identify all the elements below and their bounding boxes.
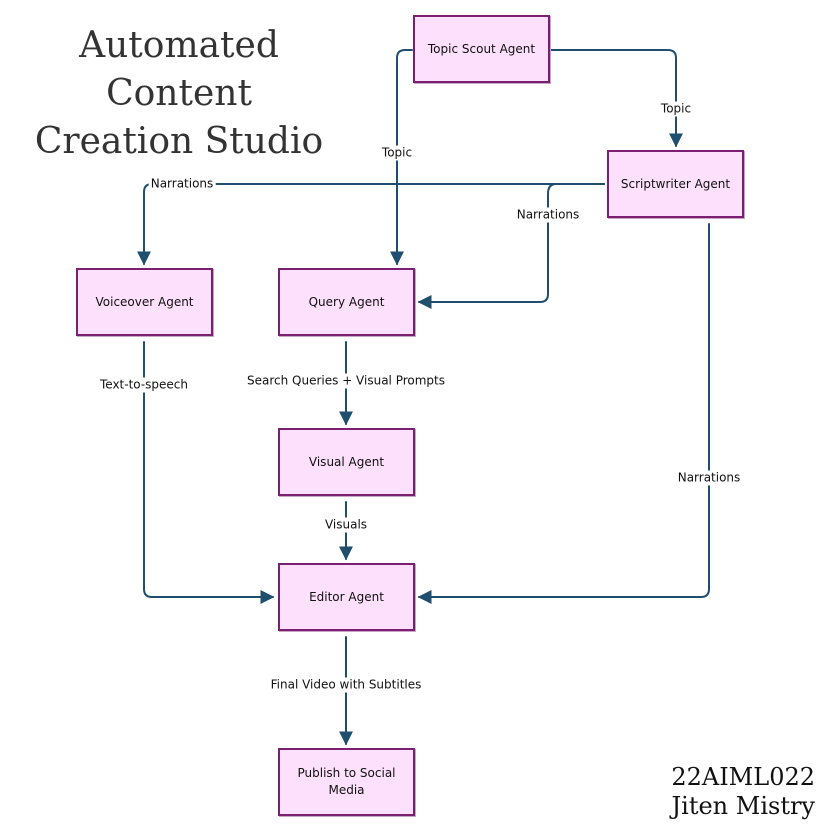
- query-agent-label: Query Agent: [308, 294, 385, 309]
- diagram-title: Automated Content Creation Studio: [14, 22, 344, 166]
- editor-agent-node: Editor Agent: [278, 563, 415, 631]
- title-line-1: Automated Content: [79, 25, 279, 114]
- edge-label-scout-to-query: Topic: [379, 145, 415, 161]
- topic-scout-agent-label: Topic Scout Agent: [427, 41, 536, 56]
- edge-scout-to-query: [390, 49, 413, 266]
- edge-label-scriptwriter-to-editor: Narrations: [675, 470, 743, 486]
- edge-scout-to-scriptwriter: [550, 49, 683, 148]
- visual-agent-label: Visual Agent: [308, 454, 385, 469]
- edge-label-voiceover-to-editor: Text-to-speech: [97, 377, 191, 393]
- voiceover-agent-label: Voiceover Agent: [95, 294, 194, 309]
- editor-agent-label: Editor Agent: [309, 589, 384, 604]
- title-line-2: Creation Studio: [34, 121, 324, 162]
- voiceover-agent-node: Voiceover Agent: [76, 268, 213, 336]
- publish-label: Publish to Social Media: [297, 766, 396, 797]
- publish-node: Publish to Social Media: [278, 748, 415, 816]
- edge-label-scriptwriter-to-query: Narrations: [514, 207, 582, 223]
- author-block: 22AIML022 Jiten Mistry: [671, 763, 815, 821]
- edge-label-query-to-visual: Search Queries + Visual Prompts: [245, 373, 447, 389]
- edge-voiceover-to-editor: [143, 341, 275, 604]
- edge-label-editor-to-publish: Final Video with Subtitles: [268, 677, 424, 693]
- topic-scout-agent-node: Topic Scout Agent: [413, 15, 550, 83]
- edge-label-visual-to-editor: Visuals: [322, 517, 370, 533]
- query-agent-node: Query Agent: [278, 268, 415, 336]
- edge-label-scout-to-scriptwriter: Topic: [658, 101, 694, 117]
- scriptwriter-agent-label: Scriptwriter Agent: [620, 176, 731, 191]
- edge-scriptwriter-to-query: [417, 183, 605, 309]
- author-name: Jiten Mistry: [671, 792, 815, 820]
- edge-scriptwriter-to-voiceover: [137, 183, 605, 266]
- visual-agent-node: Visual Agent: [278, 428, 415, 496]
- edge-scriptwriter-to-editor: [417, 223, 710, 604]
- author-id: 22AIML022: [671, 763, 815, 791]
- edge-label-scriptwriter-to-voiceover: Narrations: [148, 176, 216, 192]
- scriptwriter-agent-node: Scriptwriter Agent: [607, 150, 744, 218]
